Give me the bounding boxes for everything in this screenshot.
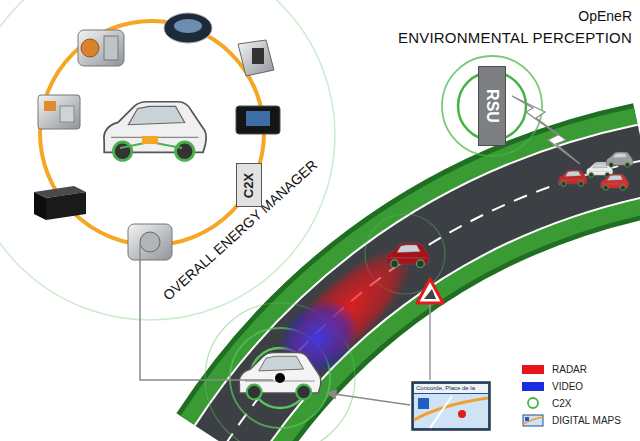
rsu-box: RSU — [478, 66, 506, 146]
legend-swatch — [522, 382, 544, 391]
box-label: RSU — [483, 89, 501, 123]
vehicle-model — [104, 102, 206, 161]
legend-row: RADAR — [522, 362, 587, 376]
position-dot — [275, 373, 285, 383]
car — [558, 170, 586, 186]
wireless-link — [512, 96, 580, 164]
subtitle: ENVIRONMENTAL PERCEPTION — [398, 29, 632, 46]
map-arrow — [327, 393, 410, 405]
road — [225, 160, 640, 441]
c2x-range — [442, 56, 542, 156]
legend-swatch — [522, 365, 544, 374]
legend-label: RADAR — [552, 364, 587, 375]
map-address: Concorde, Place de la — [416, 384, 486, 393]
display-unit — [164, 13, 212, 43]
car — [387, 243, 430, 267]
legend-row: VIDEO — [522, 379, 583, 393]
car-radio — [236, 106, 280, 134]
box-label: C2X — [242, 172, 257, 197]
legend-row: C2X — [522, 396, 571, 410]
navigation-screen — [412, 382, 490, 430]
legend-c2x-symbol — [522, 397, 544, 409]
pedal-module — [238, 40, 274, 76]
legend-map-icon — [522, 414, 544, 427]
energy-ring — [40, 21, 264, 245]
car — [600, 174, 628, 190]
ego-car — [239, 353, 321, 400]
inverter — [38, 95, 80, 129]
legend-row: DIGITAL MAPS — [522, 413, 621, 427]
car — [606, 152, 633, 167]
motor — [128, 224, 172, 260]
legend-label: C2X — [552, 398, 571, 409]
c2x-range — [205, 214, 445, 441]
title: OpEneR — [578, 8, 632, 24]
c2x-range — [0, 0, 335, 320]
warning-sign — [417, 279, 443, 380]
legend-label: VIDEO — [552, 381, 583, 392]
c2x-box: C2X — [236, 163, 262, 207]
legend-label: DIGITAL MAPS — [552, 415, 621, 426]
motor — [78, 30, 124, 66]
battery-box — [34, 186, 86, 220]
